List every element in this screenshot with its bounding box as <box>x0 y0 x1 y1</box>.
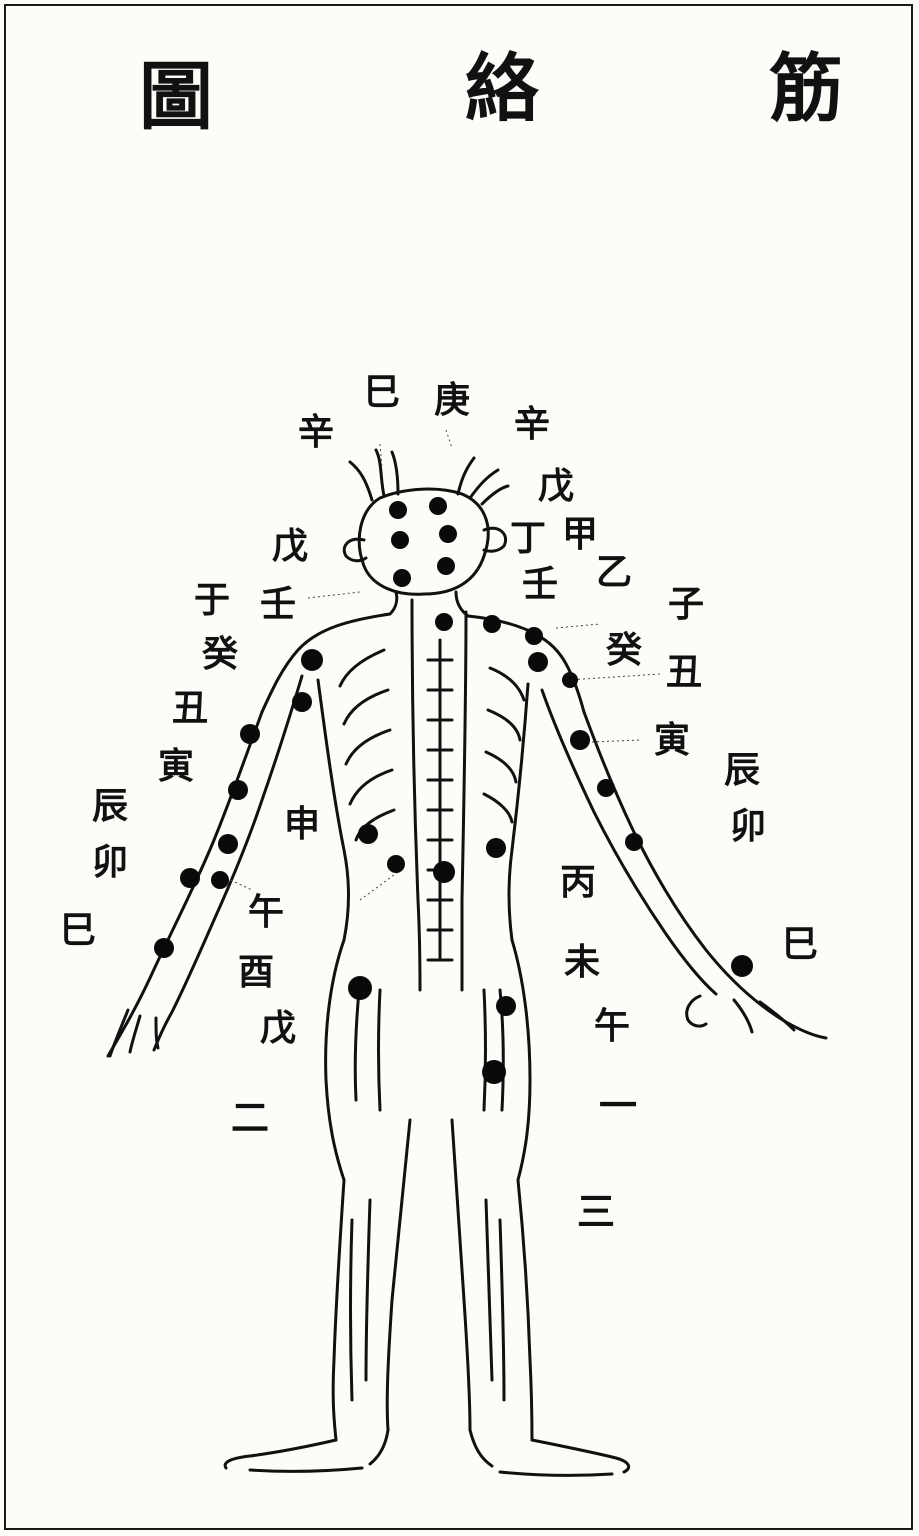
label-leg-san: 三 <box>577 1193 615 1231</box>
label-head-yi: 乙 <box>596 554 632 590</box>
label-right-arm-mao: 卯 <box>730 808 766 844</box>
label-head-si: 巳 <box>364 374 400 410</box>
label-head-ding: 丁 <box>510 520 546 556</box>
label-leg-yi: 一 <box>599 1087 637 1125</box>
label-head-yu: 于 <box>194 582 230 618</box>
label-left-arm-chou: 丑 <box>172 690 208 726</box>
label-torso-wu-right: 午 <box>594 1008 630 1044</box>
label-right-arm-si: 巳 <box>782 926 818 962</box>
label-head-wu-left: 戊 <box>272 528 308 564</box>
label-right-arm-yin: 寅 <box>654 722 690 758</box>
label-leg-er: 二 <box>231 1099 269 1137</box>
label-head-jia: 甲 <box>562 516 598 552</box>
label-torso-wei: 未 <box>564 944 600 980</box>
label-head-ren-left: 壬 <box>260 586 296 622</box>
label-head-xin-right: 辛 <box>514 406 550 442</box>
label-torso-bing: 丙 <box>560 864 596 900</box>
label-head-ren-right: 壬 <box>522 566 558 602</box>
label-left-arm-gui: 癸 <box>202 636 238 672</box>
label-torso-shen: 申 <box>284 806 320 842</box>
label-right-arm-chen: 辰 <box>724 752 760 788</box>
label-head-xin-left: 辛 <box>298 414 334 450</box>
label-left-arm-chen: 辰 <box>92 788 128 824</box>
label-left-arm-yin: 寅 <box>158 748 194 784</box>
label-torso-you: 酉 <box>238 954 274 990</box>
label-torso-wu-left: 午 <box>248 894 284 930</box>
label-head-wu-right: 戊 <box>538 468 574 504</box>
label-right-arm-zi: 子 <box>668 586 704 622</box>
label-right-arm-chou: 丑 <box>666 654 702 690</box>
label-torso-wu-hip: 戊 <box>260 1010 296 1046</box>
label-right-arm-gui: 癸 <box>606 632 642 668</box>
label-left-arm-mao: 卯 <box>92 844 128 880</box>
label-left-arm-si: 巳 <box>60 912 96 948</box>
label-head-geng: 庚 <box>434 382 470 418</box>
